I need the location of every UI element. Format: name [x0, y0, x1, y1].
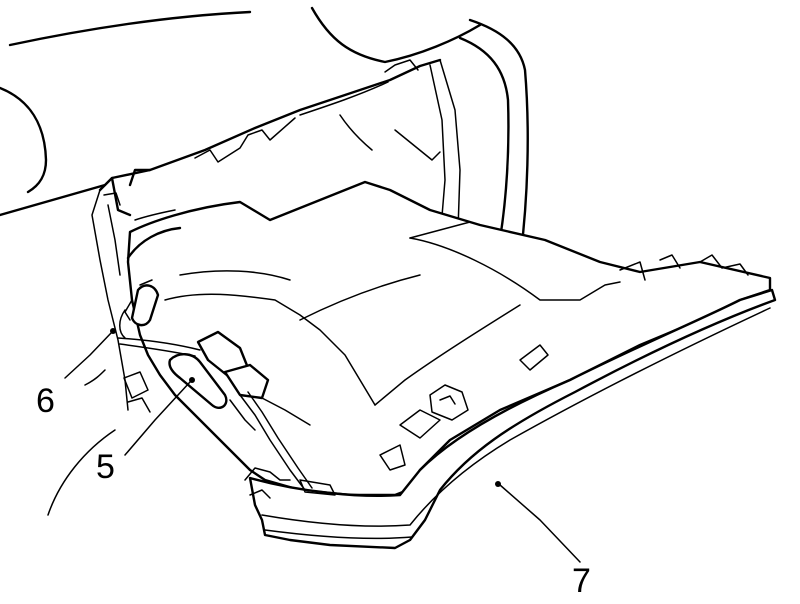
glove-box-door-trim [244, 254, 777, 550]
callout-5: 5 [96, 448, 115, 486]
glove-box-body [126, 180, 772, 497]
leader-lines [47, 328, 581, 563]
leader-dot-6 [110, 328, 116, 334]
damper-part-6 [119, 279, 160, 339]
dashboard-outline [0, 6, 529, 267]
leader-dot-7 [495, 481, 501, 487]
leader-dot-5 [189, 377, 195, 383]
callout-7: 7 [572, 562, 591, 600]
callout-6: 6 [36, 382, 55, 420]
cable-part-5 [117, 330, 313, 491]
